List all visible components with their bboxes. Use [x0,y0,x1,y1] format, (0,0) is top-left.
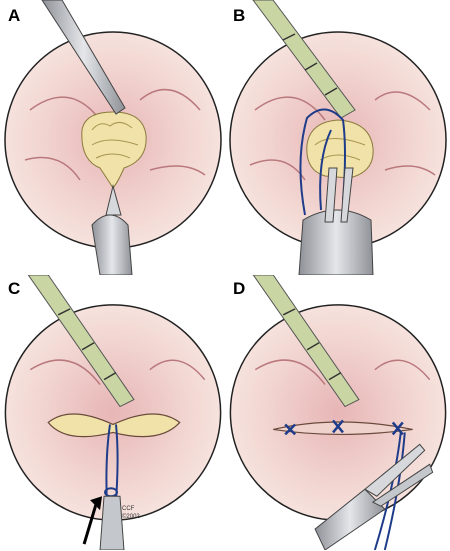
scope-icon [27,275,135,408]
panel-a: A [0,0,225,275]
credit-line-2: ©2002 [122,514,140,520]
panel-d: D [225,275,450,550]
panel-b: B [225,0,450,275]
panel-c-illustration [4,275,222,550]
endoscopic-view [229,304,447,521]
panel-b-illustration [229,0,447,275]
scissors-icon [314,443,434,550]
defect [47,413,181,438]
grasper-icon [41,0,126,115]
panel-d-illustration [229,275,447,550]
grasper-icon [298,167,374,275]
panel-a-illustration [4,0,222,275]
panel-label-c: C [8,279,21,298]
cautery-probe [91,184,133,275]
polyp [306,119,374,179]
polyp [81,111,147,189]
panel-label-b: B [233,6,246,25]
closed-defect [273,421,413,436]
panel-label-d: D [233,279,246,298]
arrow-icon [82,496,103,545]
scope-icon [252,0,356,119]
panel-c: C CCF ©2002 [0,275,225,550]
suture-knot-icon [284,419,404,436]
scope-icon [252,275,360,408]
suture [299,108,346,216]
credit-line-1: CCF [122,506,135,512]
panel-label-a: A [8,6,21,25]
